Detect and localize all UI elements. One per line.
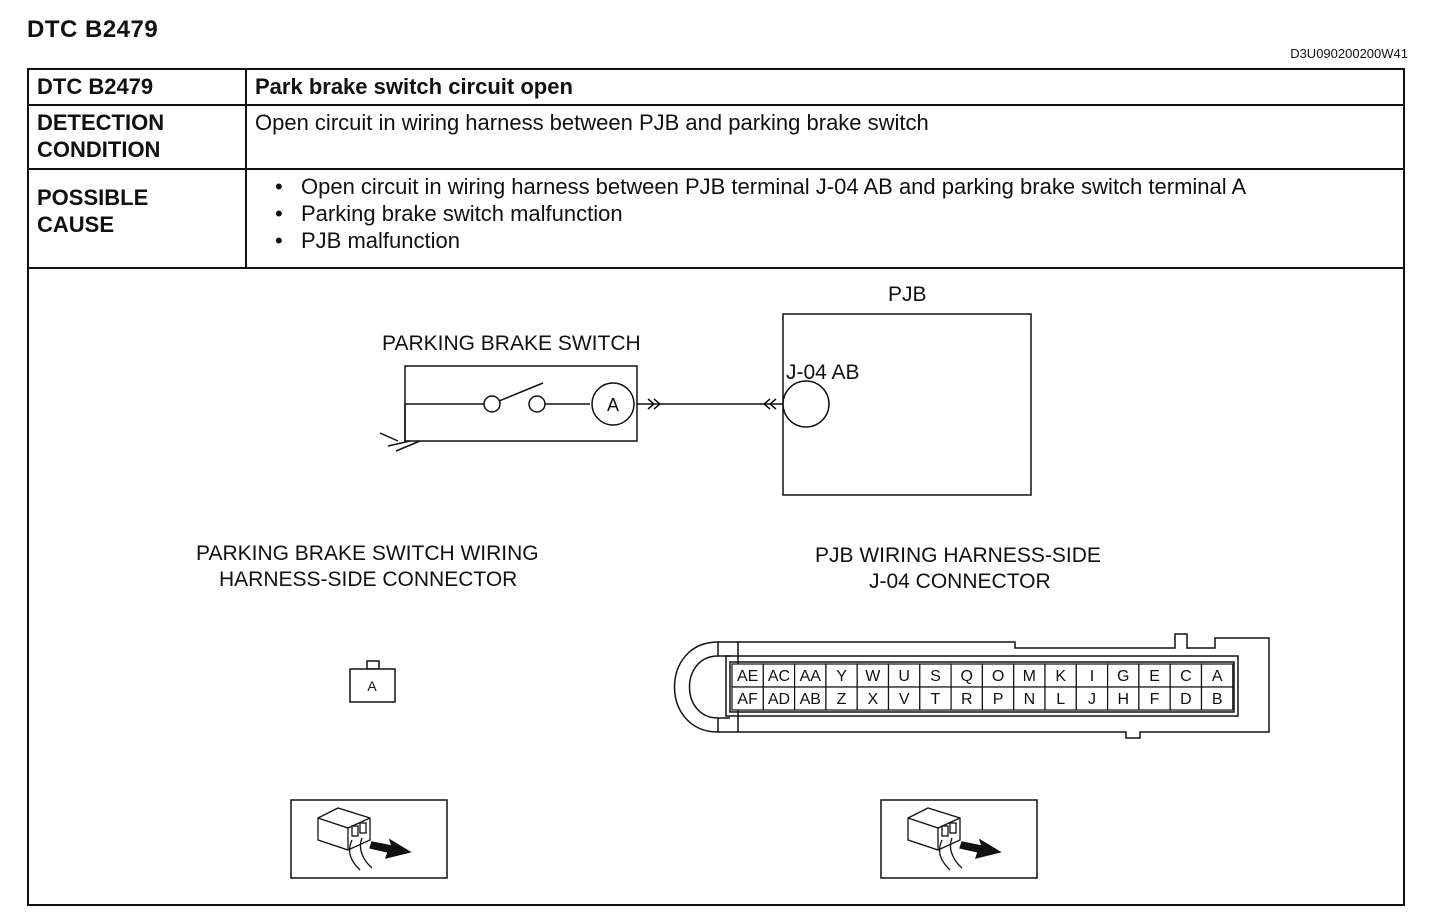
cause-label-line1: POSSIBLE [37, 185, 149, 210]
table-row-detection: DETECTION CONDITION Open circuit in wiri… [27, 104, 1405, 170]
pjb-terminal-label: J-04 AB [786, 361, 860, 384]
table-row-cause: POSSIBLE CAUSE Open circuit in wiring ha… [27, 168, 1405, 269]
dtc-label: DTC B2479 [27, 68, 247, 106]
table-row-dtc: DTC B2479 Park brake switch circuit open [27, 68, 1405, 106]
cause-label: POSSIBLE CAUSE [27, 168, 247, 269]
right-connector-title-2: J-04 CONNECTOR [869, 570, 1051, 593]
page-title: DTC B2479 [27, 16, 159, 43]
left-connector-title-1: PARKING BRAKE SWITCH WIRING [196, 542, 539, 565]
switch-label: PARKING BRAKE SWITCH [382, 332, 641, 355]
right-connector-title-1: PJB WIRING HARNESS-SIDE [815, 544, 1101, 567]
detection-label: DETECTION CONDITION [27, 104, 247, 170]
detection-label-line2: CONDITION [37, 137, 161, 162]
cause-value: Open circuit in wiring harness between P… [245, 168, 1405, 269]
dtc-value-text: Park brake switch circuit open [255, 74, 573, 99]
cause-label-line2: CAUSE [37, 212, 115, 237]
cause-item: PJB malfunction [275, 227, 1395, 254]
left-connector-title-2: HARNESS-SIDE CONNECTOR [219, 568, 518, 591]
cause-item: Parking brake switch malfunction [275, 200, 1395, 227]
pjb-label: PJB [888, 283, 927, 306]
detection-label-line1: DETECTION [37, 110, 165, 135]
cause-item: Open circuit in wiring harness between P… [275, 173, 1395, 200]
dtc-value: Park brake switch circuit open [245, 68, 1405, 106]
dtc-info-table: DTC B2479 Park brake switch circuit open… [27, 68, 1405, 269]
detection-value: Open circuit in wiring harness between P… [245, 104, 1405, 170]
cause-list: Open circuit in wiring harness between P… [255, 173, 1395, 254]
document-id: D3U090200200W41 [1290, 46, 1408, 61]
